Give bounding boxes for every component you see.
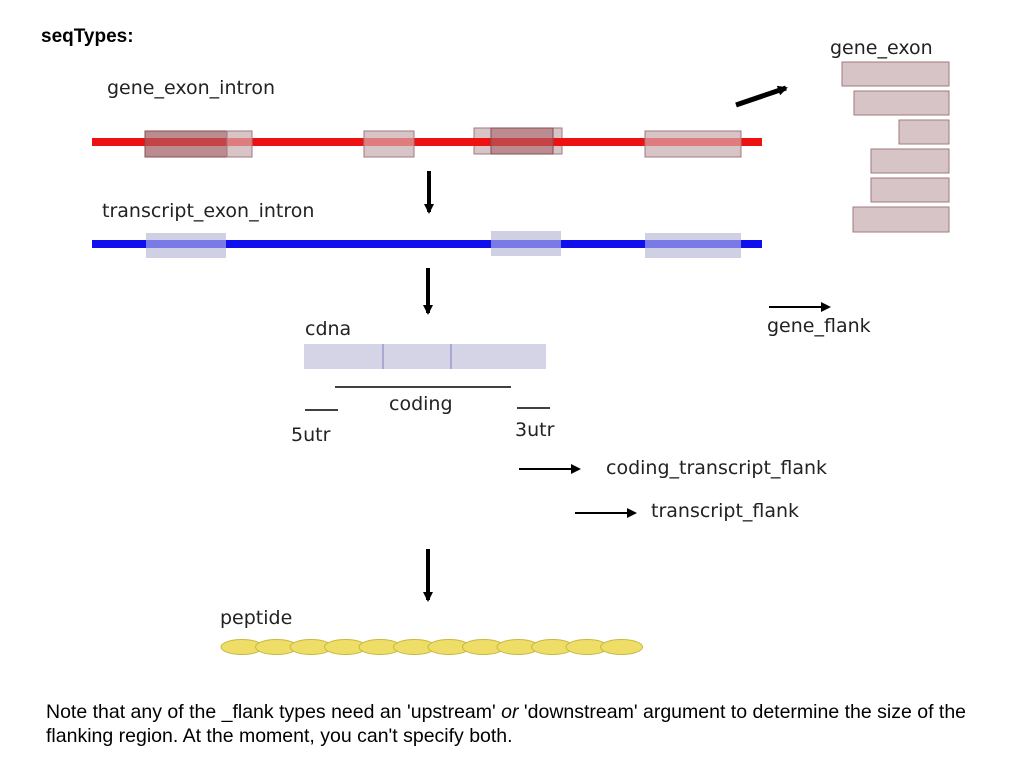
transcript-exon-intron-label: transcript_exon_intron (102, 200, 315, 222)
gene-exon-intron-track (92, 127, 762, 158)
transcript-exon-overlay (645, 233, 741, 258)
gene-exon-overlap (144, 130, 228, 158)
gene-exon-box-overlay (226, 130, 253, 158)
gene-exon-stack-box (841, 61, 950, 87)
gene-exon-stack-box (870, 177, 950, 203)
coding-label: coding (389, 393, 453, 415)
transcript-line (92, 240, 762, 248)
gene-exon-intron-label: gene_exon_intron (107, 77, 275, 99)
footnote-part1: Note that any of the _flank types need a… (46, 701, 502, 723)
peptide-residue (600, 639, 643, 655)
gene-exon-stack-box (852, 206, 950, 233)
footnote-part2: 'downstream' argument to determine the s… (46, 701, 967, 747)
transcript-flank-label: transcript_flank (651, 500, 800, 522)
utr3-label: 3utr (515, 419, 555, 441)
gene-exon-box-overlay (363, 130, 415, 158)
gene-exon-stack-box (898, 119, 950, 145)
coding-transcript-flank-label: coding_transcript_flank (606, 457, 828, 479)
peptide-label: peptide (220, 607, 293, 629)
gene-exon-stack-box (853, 90, 950, 116)
footnote: Note that any of the _flank types need a… (46, 700, 1006, 748)
gene-flank-label: gene_flank (767, 315, 871, 337)
footnote-emphasis: or (501, 701, 519, 723)
cdna-label: cdna (305, 318, 352, 340)
gene-exon-stack (841, 61, 950, 233)
transcript-exon-overlay (146, 233, 226, 258)
cdna-block (304, 344, 546, 369)
page-heading: seqTypes: (41, 26, 134, 47)
transcript-exon-overlay (491, 231, 561, 256)
gene-exon-label: gene_exon (830, 37, 933, 59)
transcript-exon-intron-track (92, 231, 762, 258)
utr5-label: 5utr (291, 424, 331, 446)
gene-exon-box-overlay (644, 130, 742, 158)
cdna-rect (304, 344, 546, 369)
gene-exon-overlap (490, 127, 554, 155)
gene-exon-stack-box (870, 148, 950, 174)
gene-exon-arrow (735, 85, 788, 108)
gene-exon-line (92, 138, 762, 146)
peptide-chain (220, 639, 643, 655)
